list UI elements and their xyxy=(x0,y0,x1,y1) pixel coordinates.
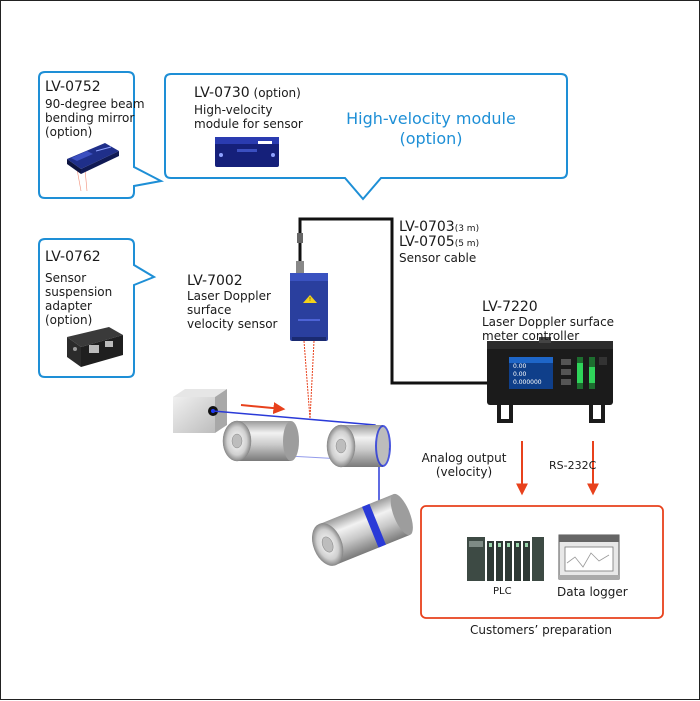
lv7220-desc-line: meter controller xyxy=(482,329,580,343)
laser-beam xyxy=(303,340,311,420)
laser-sensor-icon: ! xyxy=(290,273,328,341)
lv7220-desc-line: Laser Doppler surface xyxy=(482,315,615,329)
data-logger-icon xyxy=(558,534,620,580)
cable-lv0703: LV-0703(3 m) xyxy=(399,219,479,236)
lv0730-desc-line: module for sensor xyxy=(194,117,303,131)
high-velocity-module-icon xyxy=(215,137,279,167)
rs232c-label: RS-232C xyxy=(549,459,597,472)
customer-caption: Customers’ preparation xyxy=(469,623,613,637)
controller-reading-2: 0.00 xyxy=(513,371,527,378)
plc-icon xyxy=(467,537,544,581)
lv0762-desc-line: suspension xyxy=(45,285,113,299)
suspension-adapter-icon xyxy=(67,327,123,367)
lv7002-desc-line: surface xyxy=(187,303,232,317)
analog-output-sub: (velocity) xyxy=(435,465,493,479)
controller-reading-1: 0.00 xyxy=(513,363,527,370)
travel-arrow xyxy=(240,402,286,415)
lv0762-desc-line: Sensor xyxy=(45,271,87,285)
controller-reading-3: 0.000000 xyxy=(513,379,542,386)
lv0730-option: (option) xyxy=(253,86,301,100)
lv0752-desc-line: bending mirror xyxy=(45,111,135,125)
high-velocity-title: High-velocity module xyxy=(346,109,516,128)
controller-icon xyxy=(487,337,613,423)
cable-lv0705: LV-0705(5 m) xyxy=(399,234,479,251)
lv0752-desc-line: 90-degree beam xyxy=(45,97,145,111)
lv7002-desc-line: Laser Doppler xyxy=(187,289,271,303)
cable-length-2: (5 m) xyxy=(454,239,480,249)
lv0730-code: LV-0730 xyxy=(194,85,250,101)
cable-length-1: (3 m) xyxy=(454,224,480,234)
roller-icon xyxy=(222,420,299,462)
lv0730-desc-line: High-velocity xyxy=(194,103,273,117)
cable-label: Sensor cable xyxy=(399,251,477,265)
cable-code-1: LV-0703 xyxy=(399,219,455,235)
lv7002-desc-line: velocity sensor xyxy=(187,317,278,331)
svg-text:!: ! xyxy=(309,297,311,303)
light-source-block-icon xyxy=(173,389,227,433)
lv0752-desc-line: (option) xyxy=(45,125,93,139)
lv0730-heading: LV-0730 (option) xyxy=(194,85,301,101)
lv0762-desc-line: adapter xyxy=(45,299,92,313)
callout-lv0730 xyxy=(164,73,568,201)
datalogger-label: Data logger xyxy=(557,585,628,599)
plc-label: PLC xyxy=(493,586,512,597)
lv0762-code: LV-0762 xyxy=(45,249,101,265)
laser-beam xyxy=(309,340,315,420)
roller-icon xyxy=(311,493,413,566)
cable-code-2: LV-0705 xyxy=(399,234,455,250)
analog-output-label: Analog output xyxy=(421,451,507,465)
lv7002-code: LV-7002 xyxy=(187,273,243,289)
roller-icon xyxy=(326,424,391,468)
high-velocity-option: (option) xyxy=(399,129,463,148)
lv7220-code: LV-7220 xyxy=(482,299,538,315)
lv0752-code: LV-0752 xyxy=(45,79,101,95)
callout-lv0752 xyxy=(38,71,165,199)
lv0762-desc-line: (option) xyxy=(45,313,93,327)
mirror-unit-icon xyxy=(67,143,119,192)
